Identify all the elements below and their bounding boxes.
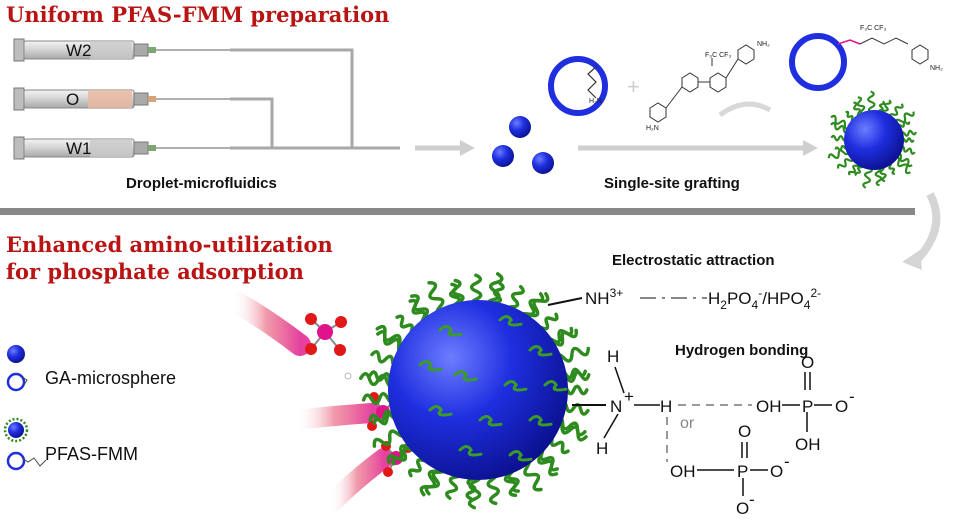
syringe-o: O: [13, 87, 230, 111]
svg-text:OH: OH: [670, 462, 696, 481]
legend-ga-sphere-icon: [7, 345, 25, 363]
legend-ga-ring-icon: [6, 372, 26, 392]
legend-pfas-sphere-icon: [3, 417, 29, 443]
phosphate-molecule: [305, 313, 352, 380]
syringe-o-label: O: [66, 90, 79, 109]
plus-icon: +: [627, 74, 640, 99]
ammonium-structure: H N + H H: [596, 347, 672, 458]
curved-arrow: [718, 101, 772, 118]
svg-text:O: O: [770, 462, 783, 481]
svg-text:-: -: [849, 387, 855, 406]
hydrogen-bonding-title: Hydrogen bonding: [675, 342, 808, 359]
legend: GA-microsphere PFAS-FMM: [3, 345, 176, 471]
svg-text:N: N: [610, 397, 622, 416]
bottom-title-line2: for phosphate adsorption: [6, 259, 304, 284]
amine-link-electrostatic: [547, 297, 583, 306]
transition-arrow: [902, 192, 941, 270]
microfluidic-channels: [230, 48, 400, 150]
legend-pfas-label: PFAS-FMM: [45, 444, 138, 464]
ga-ring-reactant: H₂N: [548, 56, 608, 116]
svg-text:O: O: [736, 499, 749, 518]
section-divider: [0, 208, 915, 215]
grafting-label: Single-site grafting: [604, 175, 740, 192]
process-arrow-1: [415, 140, 475, 156]
svg-text:O: O: [801, 353, 814, 372]
syringe-w1: W1: [13, 136, 230, 160]
svg-text:H: H: [607, 347, 619, 366]
grafted-ring-product: F₃C CF₃ NH₂: [789, 25, 943, 91]
droplet-sphere: [509, 116, 531, 138]
pfas-fmm-large: [359, 272, 591, 510]
process-arrow-2: [578, 140, 818, 156]
electrostatic-title: Electrostatic attraction: [612, 252, 775, 269]
legend-ga-label: GA-microsphere: [45, 368, 176, 388]
svg-text:F₃C CF₃: F₃C CF₃: [860, 25, 886, 32]
phosphate-ions: H2PO4-/HPO42-: [708, 286, 821, 312]
svg-text:NH₂: NH₂: [757, 41, 770, 48]
bottom-title-line1: Enhanced amino-utilization: [6, 232, 333, 257]
svg-text:-: -: [784, 452, 790, 471]
pfas-linker-molecule: [649, 44, 755, 123]
svg-text:P: P: [802, 397, 813, 416]
phosphate-structure-lower: O OH P O - O -: [670, 422, 790, 518]
svg-text:O: O: [738, 422, 751, 441]
svg-text:F₃C CF₃: F₃C CF₃: [705, 52, 731, 59]
svg-text:-: -: [749, 490, 755, 509]
phosphate-streaks: [221, 289, 394, 515]
ammonium-ion: NH3+: [585, 286, 623, 308]
svg-text:+: +: [624, 387, 634, 406]
svg-text:OH: OH: [795, 435, 821, 454]
pfas-fmm-small: [827, 90, 917, 189]
svg-text:NH₂: NH₂: [930, 65, 943, 72]
svg-text:P: P: [737, 462, 748, 481]
legend-pfas-ring-icon: [6, 451, 26, 471]
svg-text:H₂N: H₂N: [589, 98, 602, 105]
svg-text:H₂N: H₂N: [646, 125, 659, 132]
syringe-w2-label: W2: [66, 41, 92, 60]
microfluidics-label: Droplet-microfluidics: [126, 175, 277, 192]
syringe-w2: W2: [13, 38, 230, 62]
droplet-sphere: [532, 152, 554, 174]
svg-text:O: O: [835, 397, 848, 416]
top-title: Uniform PFAS-FMM preparation: [6, 2, 389, 27]
svg-text:OH: OH: [756, 397, 782, 416]
syringe-w1-label: W1: [66, 139, 92, 158]
phosphate-structure-right: OH P O - O OH: [756, 353, 855, 454]
droplet-sphere: [492, 145, 514, 167]
svg-text:H: H: [596, 439, 608, 458]
or-label: or: [680, 415, 695, 432]
svg-text:H: H: [660, 397, 672, 416]
